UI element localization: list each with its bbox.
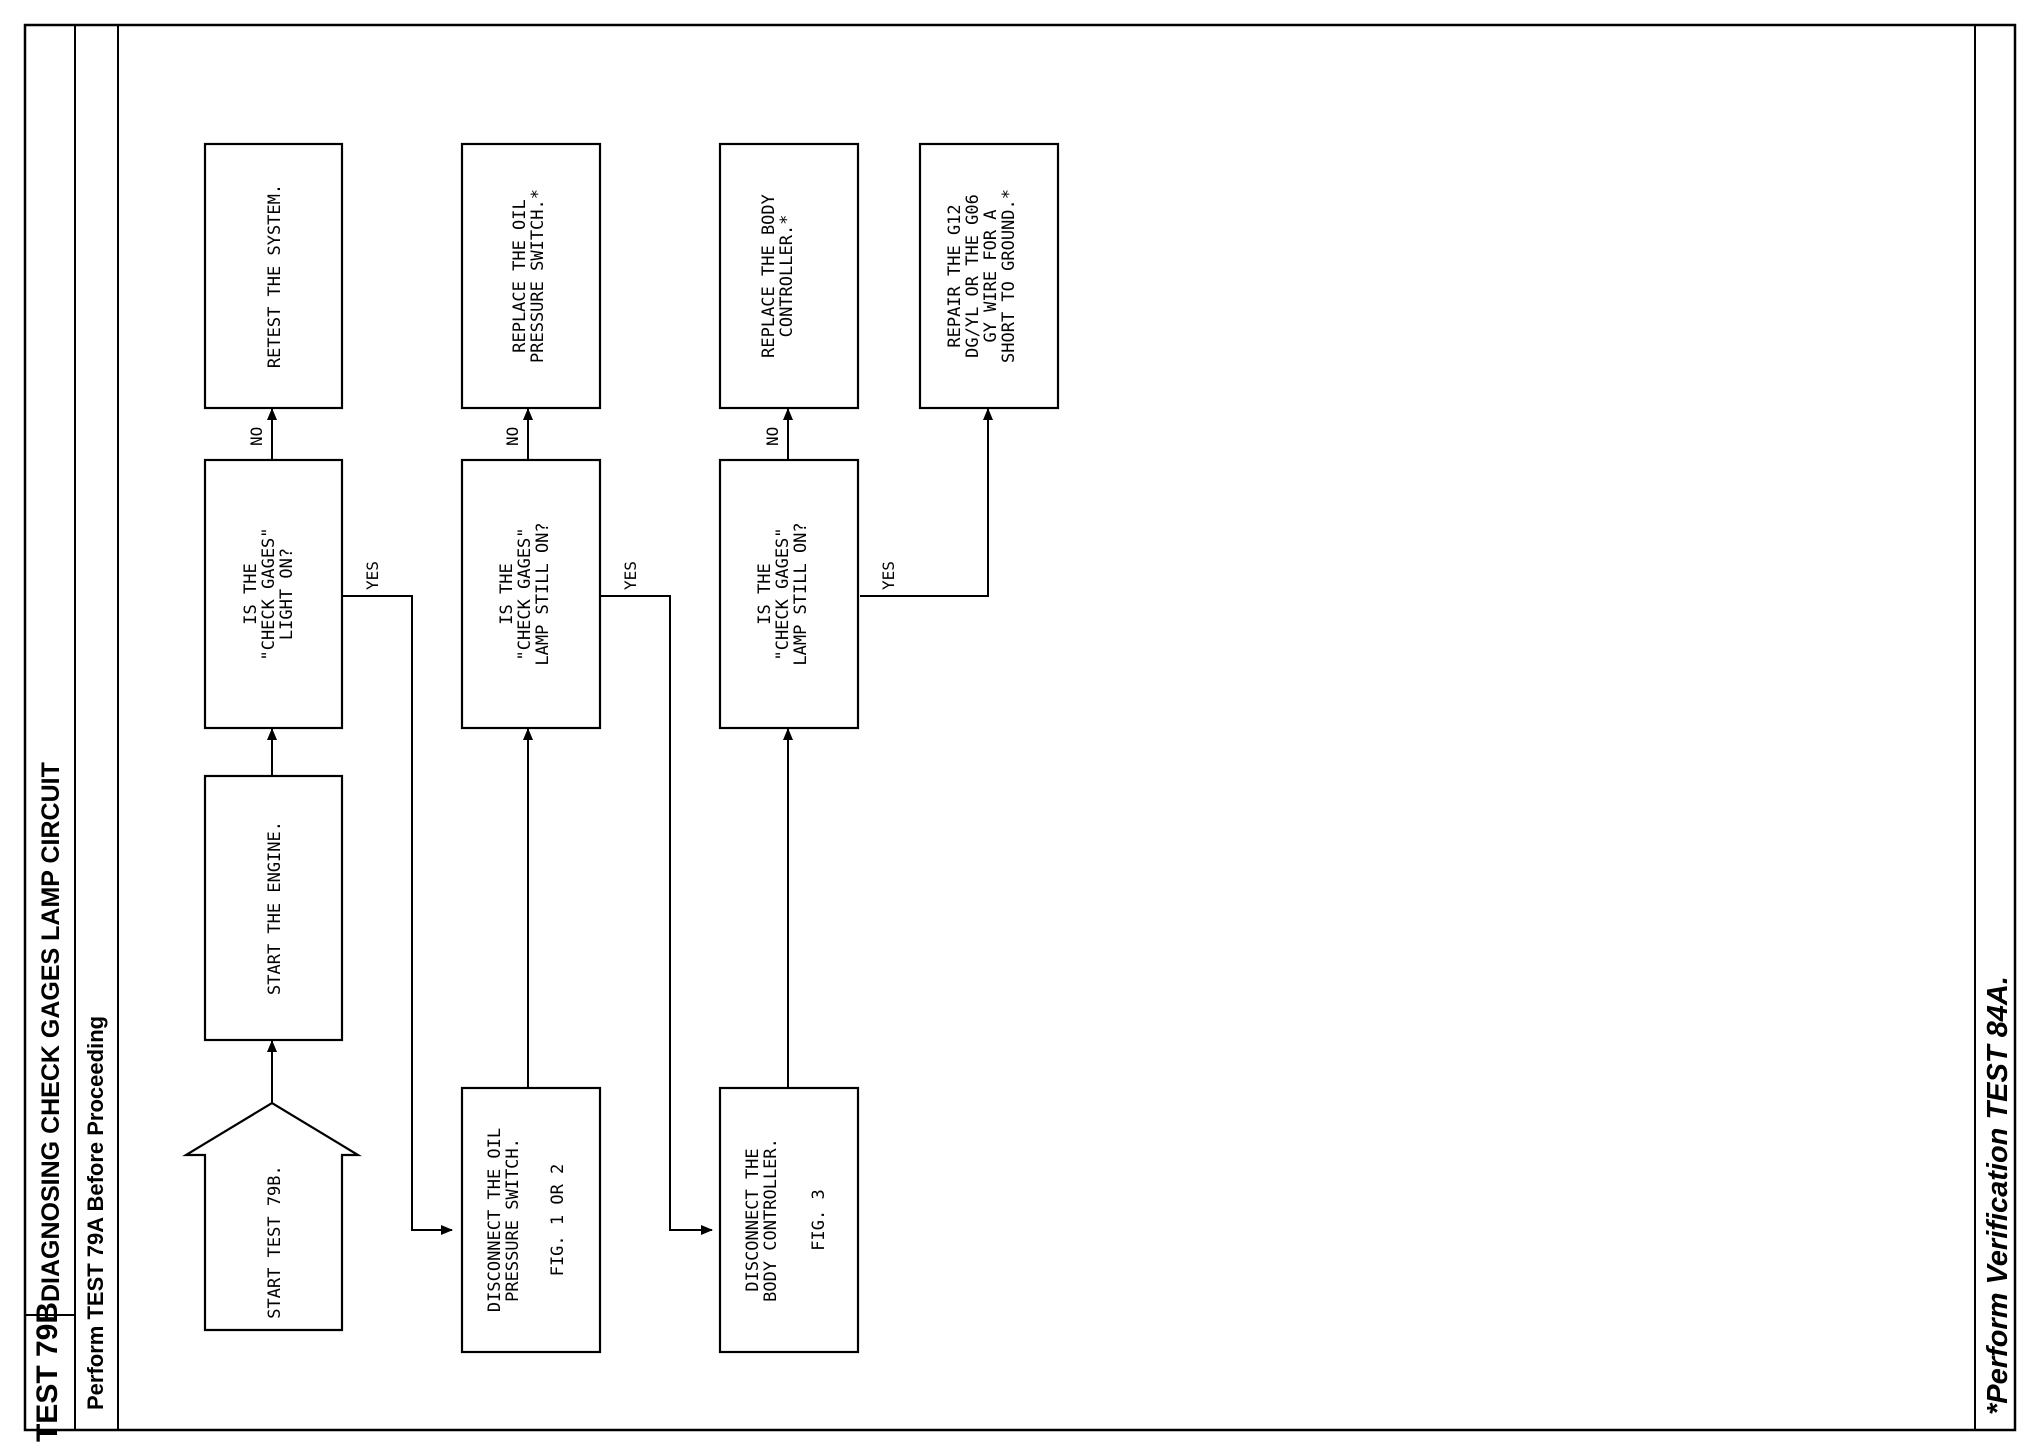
- disconnect-body-node: DISCONNECT THE BODY CONTROLLER. FIG. 3: [718, 1086, 860, 1354]
- disconnect-oil-node: DISCONNECT THE OIL PRESSURE SWITCH. FIG.…: [460, 1086, 602, 1354]
- connector-q1-yes: [342, 595, 452, 1231]
- q1-no-label: NO: [247, 427, 266, 446]
- disconnect-oil-fig: FIG. 1 OR 2: [548, 1164, 568, 1277]
- footer-note: *Perform Verification TEST 84A.: [1982, 976, 2014, 1415]
- q2-no-label: NO: [503, 427, 522, 446]
- disconnect-body-fig: FIG. 3: [809, 1189, 829, 1250]
- disconnect-body-line-2: BODY CONTROLLER.: [761, 1138, 781, 1302]
- q1-line-3: LIGHT ON?: [277, 548, 297, 640]
- disconnect-oil-box: [460, 1086, 602, 1354]
- r1-label: RETEST THE SYSTEM.: [265, 184, 285, 368]
- page-subtitle: Perform TEST 79A Before Proceeding: [83, 1016, 108, 1410]
- start-engine-box: [203, 774, 344, 1042]
- r4-line-1: REPAIR THE G12: [945, 204, 965, 347]
- disconnect-oil-line-2: PRESSURE SWITCH.: [503, 1138, 523, 1302]
- q3-yes-label: YES: [879, 561, 898, 590]
- test-id: TEST 79B: [31, 1302, 64, 1442]
- q1-node: IS THE "CHECK GAGES" LIGHT ON?: [203, 458, 344, 730]
- r3-box: [718, 142, 860, 410]
- r3-node: REPLACE THE BODY CONTROLLER.*: [718, 142, 860, 410]
- r4-line-3: GY WIRE FOR A: [981, 209, 1001, 342]
- q3-line-1: IS THE: [755, 563, 775, 624]
- q3-line-3: LAMP STILL ON?: [791, 522, 811, 665]
- q2-line-1: IS THE: [497, 563, 517, 624]
- q2-node: IS THE "CHECK GAGES" LAMP STILL ON?: [460, 458, 602, 730]
- arrowhead-oil: [441, 1225, 453, 1235]
- r4-line-4: SHORT TO GROUND.*: [999, 189, 1019, 363]
- arrowhead-r1: [267, 408, 277, 420]
- start-shape: [182, 1101, 362, 1332]
- arrowhead-r3: [783, 408, 793, 420]
- arrowhead-engine: [267, 1040, 277, 1052]
- q3-box: [718, 458, 860, 730]
- q3-node: IS THE "CHECK GAGES" LAMP STILL ON?: [718, 458, 860, 730]
- start-engine-label: START THE ENGINE.: [265, 821, 285, 995]
- q3-line-2: "CHECK GAGES": [773, 527, 793, 660]
- arrowhead-r2: [523, 408, 533, 420]
- r3-line-2: CONTROLLER.*: [777, 215, 797, 338]
- connector-q3-yes: [860, 408, 989, 597]
- q1-line-2: "CHECK GAGES": [259, 527, 279, 660]
- r4-box: [918, 142, 1060, 410]
- r4-line-2: DG/YL OR THE G06: [963, 194, 983, 358]
- page-frame: [23, 23, 2017, 1432]
- q2-line-2: "CHECK GAGES": [515, 527, 535, 660]
- q2-line-3: LAMP STILL ON?: [533, 522, 553, 665]
- r1-node: RETEST THE SYSTEM.: [203, 142, 344, 410]
- r2-box: [460, 142, 602, 410]
- arrowheads: [267, 408, 993, 1235]
- start-label: START TEST 79B.: [265, 1165, 285, 1319]
- r2-line-1: REPLACE THE OIL: [510, 199, 530, 353]
- connectors: [271, 408, 989, 1231]
- r4-node: REPAIR THE G12 DG/YL OR THE G06 GY WIRE …: [918, 142, 1060, 410]
- arrowhead-q2: [523, 728, 533, 740]
- arrowhead-q3: [783, 728, 793, 740]
- r2-line-2: PRESSURE SWITCH.*: [528, 189, 548, 363]
- q2-box: [460, 458, 602, 730]
- q1-line-1: IS THE: [241, 563, 261, 624]
- q3-no-label: NO: [763, 427, 782, 446]
- arrowhead-body: [701, 1225, 713, 1235]
- connector-q2-yes: [600, 595, 712, 1231]
- r1-box: [203, 142, 344, 410]
- disconnect-oil-line-1: DISCONNECT THE OIL: [485, 1128, 505, 1312]
- q1-box: [203, 458, 344, 730]
- page-title: DIAGNOSING CHECK GAGES LAMP CIRCUIT: [37, 762, 65, 1302]
- r2-node: REPLACE THE OIL PRESSURE SWITCH.*: [460, 142, 602, 410]
- r3-line-1: REPLACE THE BODY: [759, 194, 779, 358]
- arrowhead-q1: [267, 728, 277, 740]
- start-node: START TEST 79B.: [182, 1101, 362, 1332]
- q1-yes-label: YES: [363, 561, 382, 590]
- disconnect-body-box: [718, 1086, 860, 1354]
- q2-yes-label: YES: [621, 561, 640, 590]
- disconnect-body-line-1: DISCONNECT THE: [743, 1148, 763, 1291]
- start-engine-node: START THE ENGINE.: [203, 774, 344, 1042]
- arrowhead-r4: [983, 408, 993, 420]
